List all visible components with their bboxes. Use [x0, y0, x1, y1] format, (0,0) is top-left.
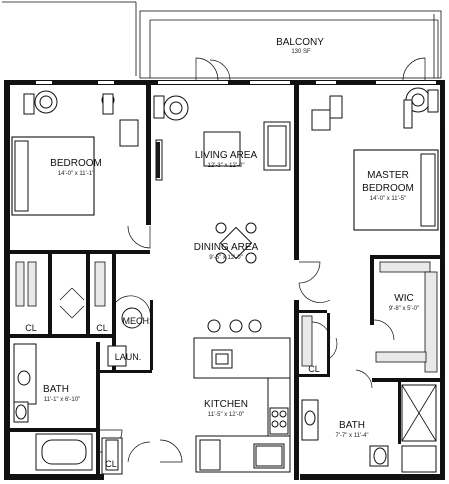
closet-label-entry: CL: [105, 459, 117, 469]
closet-label-right: CL: [308, 364, 320, 374]
bath-right-dims: 7'-7" x 11'-4": [335, 433, 368, 439]
closet-label-left-b: CL: [96, 323, 108, 333]
right-bath-fixtures: [301, 384, 437, 473]
wic-label: WIC: [394, 293, 413, 304]
living-dims: 12'-3" x 12'-0": [208, 163, 245, 169]
left-bath-fixtures: [13, 343, 123, 475]
bedroom-dims: 14'-0" x 11'-1": [58, 171, 94, 177]
living-furniture: [153, 95, 291, 181]
closet-label-left-a: CL: [25, 323, 37, 333]
laundry-mech: [107, 307, 143, 367]
bath-left-label: BATH: [43, 384, 69, 395]
balcony-label: BALCONY: [276, 37, 324, 48]
bath-left-dims: 11'-1" x 6'-10": [44, 397, 80, 403]
balcony: BALCONY 130 SF: [139, 10, 442, 81]
bedroom-label: BEDROOM: [50, 158, 102, 169]
dining-label: DINING AREA: [194, 242, 259, 253]
balcony-area: 130 SF: [291, 49, 311, 55]
interior-walls: [10, 85, 440, 480]
room-labels: BEDROOM 14'-0" x 11'-1" LIVING AREA 12'-…: [25, 150, 419, 469]
master-label-line1: MASTER: [367, 170, 409, 181]
dining-dims: 9'-5" x 12'-0": [209, 255, 243, 261]
site-lines: [2, 1, 137, 76]
living-label: LIVING AREA: [195, 150, 258, 161]
windows: [5, 130, 445, 370]
kitchen-fixtures: [193, 319, 291, 473]
master-furniture: [311, 87, 439, 231]
kitchen-dims: 11'-5" x 12'-0": [208, 412, 244, 418]
master-dims: 14'-0" x 11'-5": [370, 196, 406, 202]
wic-dims: 9'-8" x 5'-0": [389, 306, 419, 312]
master-label-line2: BEDROOM: [362, 183, 414, 194]
bedroom-furniture: [11, 90, 139, 216]
closet-shelving: [15, 261, 438, 373]
bath-right-label: BATH: [339, 420, 365, 431]
laundry-label: LAUN.: [115, 352, 142, 362]
kitchen-label: KITCHEN: [204, 399, 248, 410]
dining-table: [215, 222, 257, 264]
mech-label: MECH.: [123, 316, 152, 326]
exterior-walls: [4, 80, 445, 480]
